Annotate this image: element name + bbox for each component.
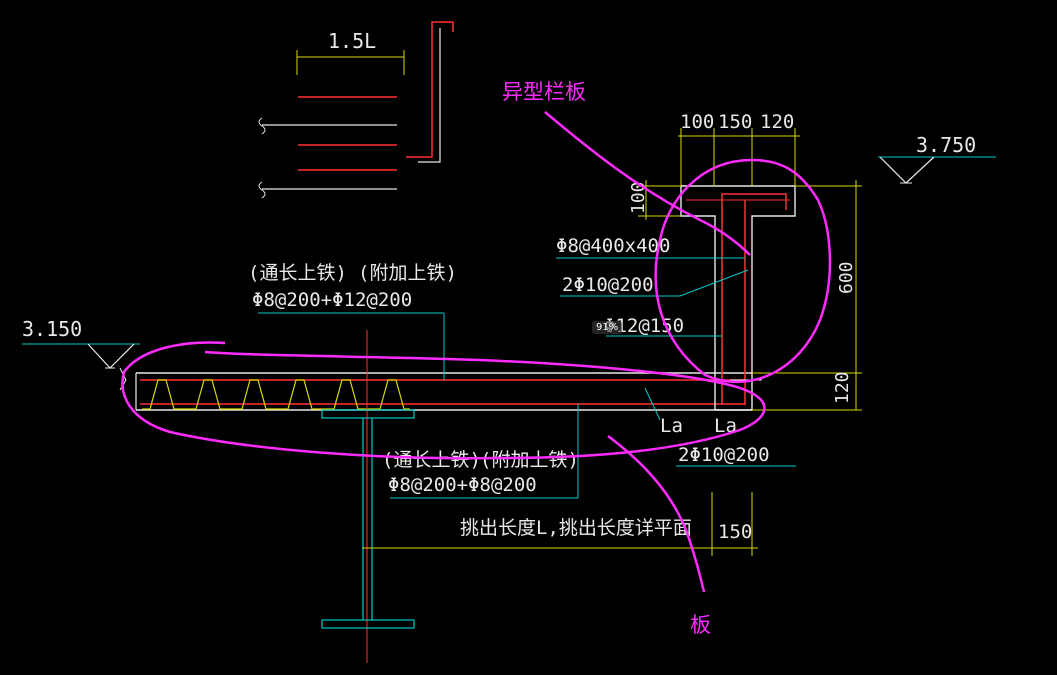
rebar-bottom-bars: 2Φ10@200	[678, 444, 770, 466]
parapet-rebar-labels: Φ8@400x400 2Φ10@200 Φ12@150	[556, 235, 749, 337]
dim-100: 100	[680, 111, 714, 133]
rebar-parapet-bars: 2Φ10@200	[562, 274, 654, 296]
slab-top-labels: (通长上铁) (附加上铁) Φ8@200+Φ12@200	[248, 262, 457, 380]
elevation-3750: 3.750	[916, 133, 976, 157]
overhang-dimension: 挑出长度L,挑出长度详平面 150	[362, 492, 758, 556]
anchor-la-2: La	[714, 415, 737, 437]
elevation-3150: 3.150	[22, 317, 82, 341]
label-additional-bottom: (附加上铁)	[480, 449, 579, 471]
rebar-parapet-link: Φ8@400x400	[556, 235, 670, 257]
slab-annotation: 板	[690, 613, 711, 637]
steel-beam	[321, 330, 415, 663]
anchorage: La La 2Φ10@200	[644, 387, 796, 467]
slab-pointer	[607, 435, 706, 593]
slab	[119, 367, 752, 411]
dim-h600: 600	[836, 261, 857, 294]
hand-annotations: 异型栏板 板	[121, 80, 832, 637]
label-through-bottom: (通长上铁)	[382, 449, 481, 471]
rebar-slab-bottom: Φ8@200+Φ8@200	[388, 474, 537, 496]
overhang-text: 挑出长度L,挑出长度详平面	[460, 517, 692, 539]
elevation-right: 3.750	[878, 133, 996, 184]
parapet-pointer	[544, 111, 751, 256]
dim-150: 150	[718, 111, 752, 133]
dim-1-5l: 1.5L	[328, 29, 376, 53]
label-through-top: (通长上铁)	[248, 262, 347, 284]
dim-h120: 120	[832, 371, 853, 404]
parapet-dimensions: 100 150 120 100 600 120	[628, 111, 862, 411]
parapet-circle	[654, 158, 832, 384]
zoom-level-badge: 91%	[592, 321, 623, 334]
elevation-left: 3.150	[22, 317, 140, 369]
slab-circle	[121, 341, 766, 460]
slab-bottom-labels: (通长上铁) (附加上铁) Φ8@200+Φ8@200	[382, 404, 579, 499]
anchor-la-1: La	[660, 415, 683, 437]
top-left-detail: 1.5L	[258, 21, 454, 199]
dim-h100: 100	[628, 181, 649, 214]
steel-deck	[142, 379, 410, 410]
dim-120: 120	[760, 111, 794, 133]
dim-150-bottom: 150	[718, 521, 752, 543]
rebar-slab-top: Φ8@200+Φ12@200	[252, 289, 412, 311]
hook-rebar	[406, 21, 454, 158]
parapet-annotation: 异型栏板	[502, 80, 586, 104]
label-additional-top: (附加上铁)	[358, 262, 457, 284]
